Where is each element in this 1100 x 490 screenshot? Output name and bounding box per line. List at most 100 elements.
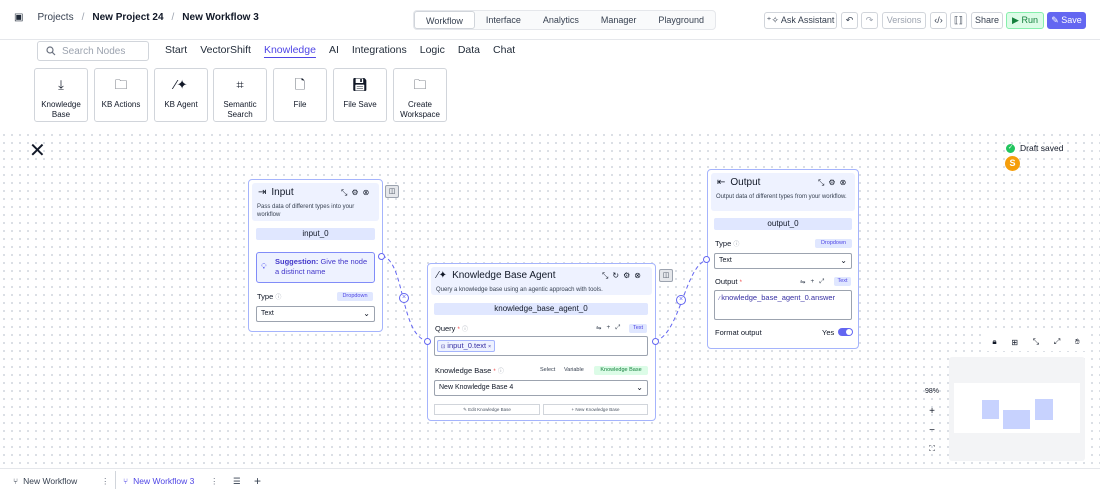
close-circle-icon[interactable]: ⊗: [839, 178, 847, 187]
play-icon: ▶: [1012, 15, 1022, 25]
tab-more-icon[interactable]: ⋮: [101, 476, 110, 486]
kb-mode-kb-option[interactable]: Knowledge Base: [600, 367, 642, 373]
bottom-tab-workflow[interactable]: ⑂New Workflow: [13, 473, 77, 489]
expand-icon[interactable]: ⤢: [615, 324, 621, 331]
link-icon[interactable]: ⇋: [596, 325, 602, 332]
expand-icon[interactable]: ⤢: [819, 278, 825, 285]
tool-file-save[interactable]: 💾︎File Save: [333, 68, 387, 122]
category-logic[interactable]: Logic: [419, 44, 445, 56]
remove-edge-icon[interactable]: ×: [676, 295, 686, 305]
category-knowledge[interactable]: Knowledge: [263, 44, 316, 56]
tool-create-workspace[interactable]: 🗀Create Workspace: [393, 68, 447, 122]
zoom-out-button[interactable]: −: [929, 425, 935, 436]
panel-icon[interactable]: ◫: [385, 185, 399, 198]
category-data[interactable]: Data: [457, 44, 481, 56]
edit-kb-button[interactable]: ✎ Edit Knowledge Base: [434, 404, 540, 415]
debug-button[interactable]: ⟦⟧: [950, 12, 967, 29]
tool-kb-actions[interactable]: 🗀KB Actions: [94, 68, 148, 122]
chip-close-icon[interactable]: ×: [488, 344, 492, 350]
output-handle[interactable]: [652, 338, 659, 345]
input-handle[interactable]: [703, 256, 710, 263]
tool-kb-agent[interactable]: ⁄✦KB Agent: [154, 68, 208, 122]
link-icon[interactable]: ⇋: [800, 279, 806, 286]
kb-mode-variable-option[interactable]: Variable: [564, 367, 584, 373]
tool-knowledge-base[interactable]: ⤓Knowledge Base: [34, 68, 88, 122]
close-circle-icon[interactable]: ⊗: [634, 271, 641, 280]
breadcrumb-projects[interactable]: Projects: [37, 12, 74, 23]
category-start[interactable]: Start: [165, 44, 188, 56]
category-chat[interactable]: Chat: [493, 44, 516, 56]
gear-icon[interactable]: ⚙: [828, 178, 836, 187]
gear-icon[interactable]: ⚙: [623, 271, 631, 280]
run-button[interactable]: ▶ Run: [1006, 12, 1044, 29]
breadcrumb-workflow[interactable]: New Workflow 3: [182, 12, 259, 23]
code-button[interactable]: ‹/›: [930, 12, 947, 29]
redo-button[interactable]: ↷: [861, 12, 878, 29]
minimap[interactable]: [949, 357, 1085, 461]
share-button[interactable]: Share: [971, 12, 1003, 29]
tab-analytics[interactable]: Analytics: [542, 15, 579, 25]
gear-icon[interactable]: ⚙: [351, 188, 359, 197]
fullscreen-icon[interactable]: ⤢: [1053, 337, 1061, 346]
grid-icon[interactable]: ⊞: [1011, 337, 1019, 347]
output-handle[interactable]: [378, 253, 385, 260]
close-circle-icon[interactable]: ⊗: [362, 188, 370, 197]
list-icon[interactable]: ☰: [233, 476, 241, 486]
tool-label: KB Actions: [101, 100, 141, 109]
kb-select[interactable]: New Knowledge Base 4⌄: [434, 380, 648, 396]
minimize-icon[interactable]: ⤡: [341, 188, 348, 197]
lock-icon[interactable]: 🔒︎: [992, 337, 997, 346]
breadcrumb-project[interactable]: New Project 24: [92, 12, 164, 23]
tab-more-icon[interactable]: ⋮: [210, 476, 219, 486]
fit-view-button[interactable]: ⛶: [929, 444, 935, 453]
output-input[interactable]: [714, 290, 852, 320]
plus-icon[interactable]: +: [606, 324, 611, 331]
kb-mode-variable[interactable]: Variable: [564, 366, 584, 375]
query-variable-text: input_0.text: [447, 341, 487, 350]
bottom-tab-workflow-3[interactable]: ⑂New Workflow 3: [123, 473, 194, 489]
tool-file[interactable]: 🗋File: [273, 68, 327, 122]
panel-icon[interactable]: ◫: [659, 269, 673, 282]
search-nodes-input[interactable]: Search Nodes: [37, 41, 149, 61]
tab-playground[interactable]: Playground: [658, 15, 704, 25]
undo-button[interactable]: ↶: [841, 12, 858, 29]
versions-button[interactable]: Versions: [882, 12, 926, 29]
tab-manager[interactable]: Manager: [600, 15, 637, 25]
tab-interface[interactable]: Interface: [485, 15, 521, 25]
kb-agent-node-id[interactable]: knowledge_base_agent_0: [434, 303, 648, 315]
tab-workflow[interactable]: Workflow: [414, 11, 475, 29]
collapse-icon[interactable]: ⤡: [1032, 337, 1040, 346]
ask-assistant-button[interactable]: ⁺✧ Ask Assistant: [764, 12, 837, 29]
close-icon[interactable]: ✕: [29, 140, 46, 162]
output-type-select[interactable]: Text⌄: [714, 253, 852, 269]
type-tag: Dropdown: [337, 292, 373, 301]
kb-mode-knowledge-base[interactable]: Knowledge Base: [594, 366, 648, 375]
minimize-icon[interactable]: ⤡: [602, 271, 609, 280]
type-select[interactable]: Text⌄: [256, 306, 375, 322]
category-ai[interactable]: AI: [328, 44, 339, 56]
input-node-id[interactable]: input_0: [256, 228, 375, 240]
new-kb-button[interactable]: + New Knowledge Base: [543, 404, 648, 415]
query-label-text: Query: [435, 324, 456, 333]
category-integrations[interactable]: Integrations: [351, 44, 407, 56]
save-button[interactable]: ✎ Save: [1047, 12, 1086, 29]
tool-semantic-search[interactable]: ⌗Semantic Search: [213, 68, 267, 122]
sidebar-toggle-icon[interactable]: ▣: [14, 12, 24, 23]
plus-icon[interactable]: +: [810, 278, 815, 285]
kb-mode-select[interactable]: Select: [540, 366, 555, 375]
input-handle[interactable]: [424, 338, 431, 345]
output-node-id[interactable]: output_0: [714, 218, 852, 230]
query-variable-chip[interactable]: ⊡ input_0.text ×: [437, 340, 496, 352]
avatar[interactable]: S: [1005, 156, 1020, 171]
hand-icon[interactable]: ✋︎: [1075, 337, 1080, 346]
top-bar: ▣ Projects / New Project 24 / New Workfl…: [0, 0, 1100, 40]
add-tab-button[interactable]: +: [254, 474, 262, 488]
format-output-toggle[interactable]: [838, 328, 853, 336]
minimize-icon[interactable]: ⤡: [818, 178, 825, 187]
output-variable-chip[interactable]: ⁄ knowledge_base_agent_0.answer: [719, 293, 841, 304]
zoom-in-button[interactable]: +: [929, 406, 935, 417]
category-vectorshift[interactable]: VectorShift: [200, 44, 251, 56]
kb-mode-select-option[interactable]: Select: [540, 367, 556, 373]
remove-edge-icon[interactable]: ×: [399, 293, 409, 303]
refresh-icon[interactable]: ↻: [612, 271, 620, 280]
